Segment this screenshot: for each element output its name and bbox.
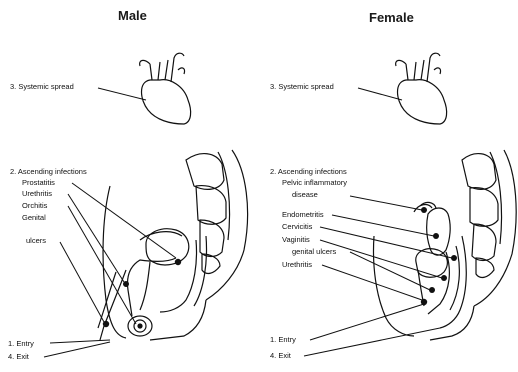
female-systemic-pointer <box>358 88 402 100</box>
male-label-ulcers: ulcers <box>26 236 46 245</box>
male-urethritis-pointer <box>68 194 124 282</box>
male-label-urethritis: Urethritis <box>22 189 52 198</box>
female-label-systemic: 3. Systemic spread <box>270 82 334 91</box>
female-label-genital-ulcers: genital ulcers <box>292 247 336 256</box>
male-orchitis-pointer <box>68 206 136 324</box>
female-uterus <box>427 208 450 255</box>
male-vas-deferens <box>128 258 177 316</box>
male-spine <box>186 150 248 300</box>
male-systemic-pointer <box>98 88 146 100</box>
male-exit-pointer <box>44 342 110 357</box>
female-body-outline <box>374 236 415 336</box>
male-label-ascending: 2. Ascending infections <box>10 167 87 176</box>
male-title: Male <box>118 8 147 23</box>
female-label-exit: 4. Exit <box>270 351 291 360</box>
male-label-prostatitis: Prostatitis <box>22 178 55 187</box>
male-label-genital: Genital <box>22 213 46 222</box>
female-label-endometritis: Endometritis <box>282 210 324 219</box>
male-ulcers-pointer <box>60 242 104 322</box>
male-entry-pointer <box>50 340 110 343</box>
female-endometritis-pointer <box>332 215 434 236</box>
male-label-exit: 4. Exit <box>8 352 29 361</box>
female-label-vaginitis: Vaginitis <box>282 235 310 244</box>
male-label-systemic: 3. Systemic spread <box>10 82 74 91</box>
female-pid-pointer <box>350 196 422 210</box>
female-cervicitis-pointer <box>320 227 452 258</box>
male-body-outline <box>103 186 126 338</box>
female-label-cervicitis: Cervicitis <box>282 222 312 231</box>
female-urethritis-pointer <box>322 265 422 300</box>
male-heart-icon <box>140 53 191 124</box>
female-heart-icon <box>396 53 447 124</box>
male-prostatitis-pointer <box>72 183 176 258</box>
female-label-entry: 1. Entry <box>270 335 296 344</box>
female-spine <box>462 150 516 306</box>
female-title: Female <box>369 10 414 25</box>
female-label-urethritis: Urethritis <box>282 260 312 269</box>
male-label-entry: 1. Entry <box>8 339 34 348</box>
female-label-ascending: 2. Ascending infections <box>270 167 347 176</box>
female-label-pid-2: disease <box>292 190 318 199</box>
female-label-pid-1: Pelvic inflammatory <box>282 178 347 187</box>
female-vaginitis-pointer <box>320 240 442 278</box>
female-exit-pointer <box>304 328 440 356</box>
male-label-orchitis: Orchitis <box>22 201 47 210</box>
